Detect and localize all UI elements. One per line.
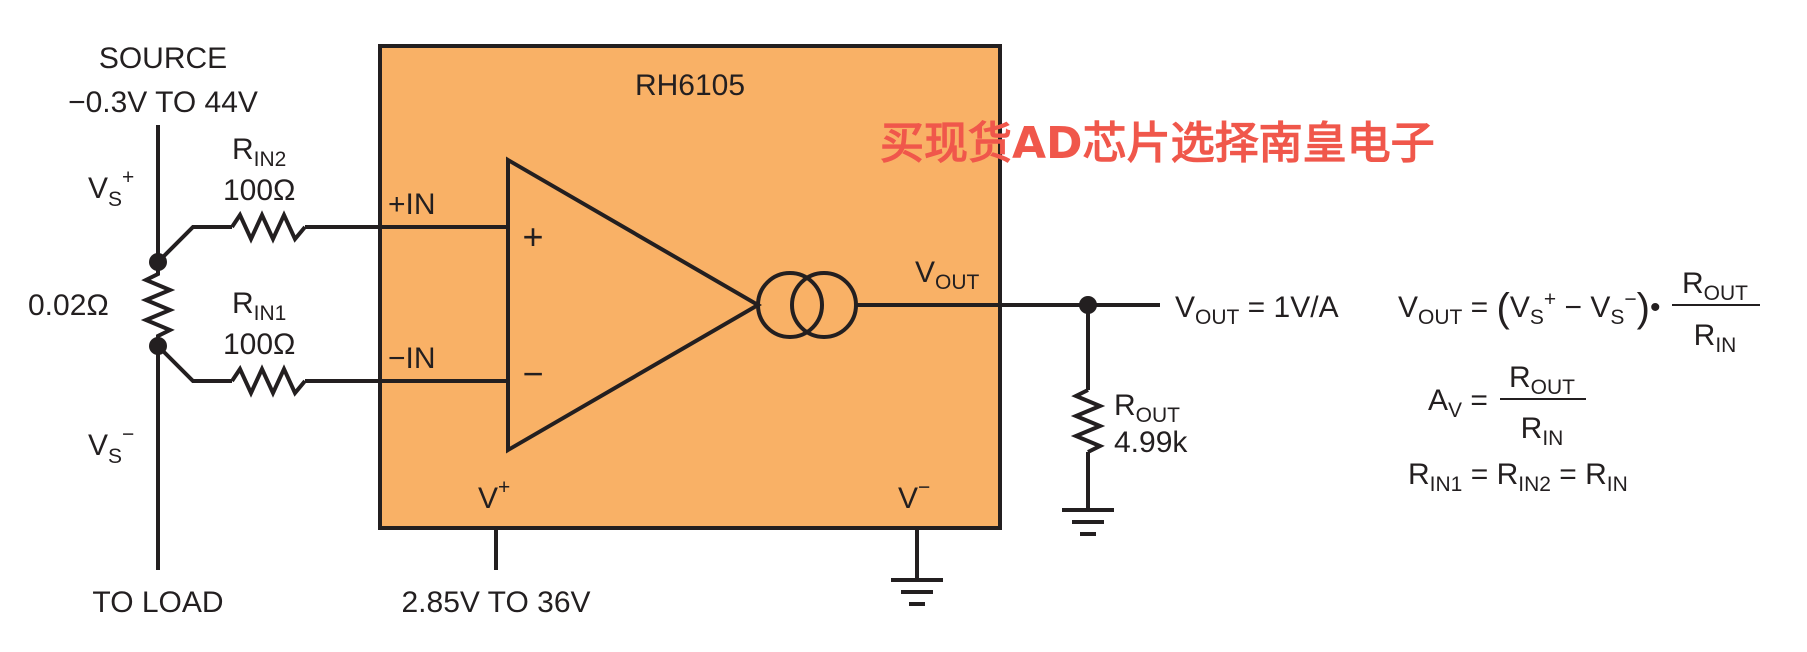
current-source-circle-left bbox=[756, 271, 824, 339]
rin2-label: RIN2 bbox=[232, 133, 286, 171]
pin-plus-in-label: +IN bbox=[388, 188, 436, 221]
svg-text:VOUT = (VS+ − VS−)•: VOUT = (VS+ − VS−)• bbox=[1398, 286, 1661, 330]
ground-vminus-icon bbox=[891, 578, 943, 606]
rout-value: 4.99k bbox=[1114, 426, 1188, 459]
amp-minus-sign: − bbox=[522, 353, 543, 394]
rin1-value: 100Ω bbox=[223, 328, 295, 361]
vout-pin-label: VOUT bbox=[915, 256, 980, 294]
rout-label: ROUT bbox=[1114, 389, 1180, 427]
resistor-rout bbox=[1070, 388, 1106, 454]
supply-range-label: 2.85V TO 36V bbox=[401, 586, 590, 619]
svg-text:ROUT: ROUT bbox=[1682, 267, 1748, 305]
sense-resistor bbox=[140, 262, 176, 346]
vs-plus-label: VS+ bbox=[88, 166, 134, 211]
svg-text:RIN: RIN bbox=[1521, 412, 1564, 450]
svg-text:RIN: RIN bbox=[1694, 319, 1737, 357]
equation-rin: RIN1 = RIN2 = RIN bbox=[1408, 458, 1628, 496]
sense-resistor-value: 0.02Ω bbox=[28, 289, 109, 322]
op-amp-triangle bbox=[506, 156, 762, 454]
resistor-rin2 bbox=[230, 210, 307, 244]
to-load-label: TO LOAD bbox=[92, 586, 223, 619]
svg-text:AV =: AV = bbox=[1428, 384, 1488, 422]
vs-minus-label: VS− bbox=[88, 423, 134, 468]
wire-to-rin2 bbox=[156, 225, 232, 264]
source-label: SOURCE bbox=[99, 42, 227, 75]
source-range-label: −0.3V TO 44V bbox=[68, 86, 258, 119]
rin1-label: RIN1 bbox=[232, 287, 286, 325]
amp-plus-sign: + bbox=[522, 216, 543, 257]
vminus-pin-label: V− bbox=[898, 476, 930, 515]
vplus-pin-label: V+ bbox=[478, 476, 510, 515]
svg-text:ROUT: ROUT bbox=[1509, 361, 1575, 399]
wire-to-rin1 bbox=[156, 344, 232, 383]
chip-body bbox=[378, 44, 1002, 530]
resistor-rin1 bbox=[230, 364, 307, 398]
equation-vout: VOUT = (VS+ − VS−)• ROUT RIN bbox=[1398, 267, 1760, 357]
ground-rout-icon bbox=[1062, 508, 1114, 536]
watermark-text: 买现货AD芯片选择南皇电子 bbox=[880, 118, 1435, 169]
output-label: VOUT = 1V/A bbox=[1175, 291, 1339, 329]
chip-name: RH6105 bbox=[635, 69, 745, 102]
equation-av: AV = ROUT RIN bbox=[1428, 361, 1586, 450]
pin-minus-in-label: −IN bbox=[388, 342, 436, 375]
rin2-value: 100Ω bbox=[223, 174, 295, 207]
